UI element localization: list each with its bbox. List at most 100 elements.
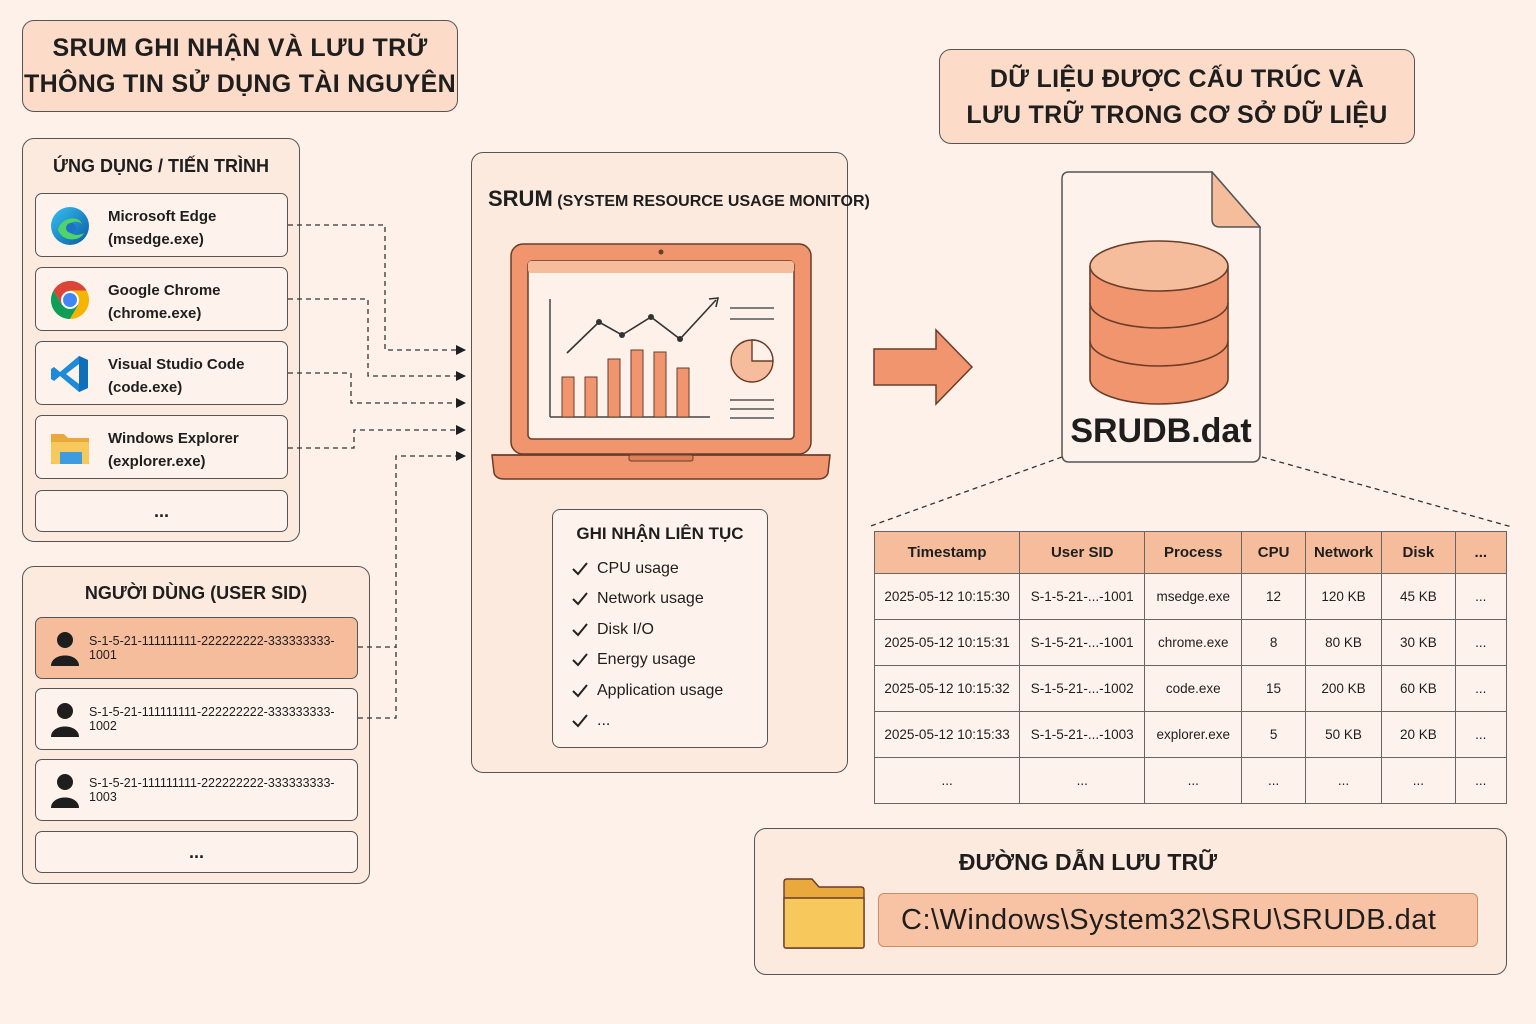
laptop-dashboard-illustration [491,243,831,480]
user-icon [51,703,79,737]
app-card-vscode[interactable]: Visual Studio Code (code.exe) [35,341,288,405]
app-name-explorer: Windows Explorer [108,430,239,447]
app-exe-chrome: (chrome.exe) [108,305,202,322]
column-header: Network [1304,531,1383,574]
table-cell: S-1-5-21-...-1003 [1019,711,1146,758]
users-panel: NGƯỜI DÙNG (USER SID) S-1-5-21-111111111… [22,566,370,884]
table-cell: ... [1304,757,1383,804]
table-cell: ... [1241,757,1306,804]
folder-icon [783,878,865,949]
data-table: Timestamp User SID Process CPU Network D… [873,531,1508,804]
check-icon [572,592,588,606]
table-cell: ... [1019,757,1146,804]
table-cell: 45 KB [1381,573,1456,620]
database-file: SRUDB.dat [1061,171,1261,463]
table-row: 2025-05-12 10:15:31 S-1-5-21-...-1001 ch… [873,619,1508,666]
storage-path-field[interactable]: C:\Windows\System32\SRU\SRUDB.dat [878,893,1478,947]
table-cell: ... [1454,619,1508,666]
srum-title-main: SRUM [488,186,553,211]
table-cell: msedge.exe [1144,573,1243,620]
user-card-1003[interactable]: S-1-5-21-111111111-222222222-333333333-1… [35,759,358,821]
vscode-icon [51,356,88,392]
table-header-row: Timestamp User SID Process CPU Network D… [873,531,1508,574]
srum-title-sub: (SYSTEM RESOURCE USAGE MONITOR) [557,193,870,210]
column-header: User SID [1019,531,1146,574]
monitor-item-network: Network usage [571,590,704,608]
table-cell: 200 KB [1304,665,1383,712]
users-panel-title: NGƯỜI DÙNG (USER SID) [84,583,308,603]
table-cell: explorer.exe [1144,711,1243,758]
table-cell: 50 KB [1304,711,1383,758]
monitor-item-disk: Disk I/O [571,621,654,639]
app-exe-vscode: (code.exe) [108,379,183,396]
table-cell: 2025-05-12 10:15:31 [873,619,1021,666]
app-name-chrome: Google Chrome [108,282,221,299]
table-row: 2025-05-12 10:15:33 S-1-5-21-...-1003 ex… [873,711,1508,758]
folder-icon [51,434,89,464]
header-right-line2: LƯU TRỮ TRONG CƠ SỞ DỮ LIỆU [966,100,1388,129]
apps-panel-title: ỨNG DỤNG / TIẾN TRÌNH [53,156,269,176]
app-card-explorer[interactable]: Windows Explorer (explorer.exe) [35,415,288,479]
table-cell: 15 [1241,665,1306,712]
table-cell: ... [1454,757,1508,804]
table-cell: 80 KB [1304,619,1383,666]
column-header: ... [1454,531,1508,574]
chrome-icon [50,280,90,320]
monitor-item-cpu: CPU usage [571,560,679,578]
monitor-item-application: Application usage [571,682,723,700]
monitor-item-energy: Energy usage [571,651,696,669]
check-icon [572,653,588,667]
check-icon [572,684,588,698]
monitor-item-label: Network usage [597,590,704,607]
table-cell: ... [873,757,1021,804]
header-left-line2: THÔNG TIN SỬ DỤNG TÀI NGUYÊN [24,70,456,98]
edge-icon [51,207,89,245]
table-cell: 120 KB [1304,573,1383,620]
user-sid-1003: S-1-5-21-111111111-222222222-333333333-1… [89,776,335,804]
table-cell: 5 [1241,711,1306,758]
column-header: Process [1144,531,1243,574]
table-cell: ... [1454,711,1508,758]
user-card-1002[interactable]: S-1-5-21-111111111-222222222-333333333-1… [35,688,358,750]
apps-panel: ỨNG DỤNG / TIẾN TRÌNH Microsoft Edge (ms… [22,138,300,542]
monitor-item-label: Energy usage [597,651,696,668]
app-exe-edge: (msedge.exe) [108,231,204,248]
monitor-item-label: Disk I/O [597,621,654,638]
monitor-item-label: CPU usage [597,560,679,577]
table-cell: 30 KB [1381,619,1456,666]
table-cell: chrome.exe [1144,619,1243,666]
app-card-more[interactable]: ... [35,490,288,532]
srum-title: SRUM (SYSTEM RESOURCE USAGE MONITOR) [488,186,870,212]
table-cell: code.exe [1144,665,1243,712]
app-name-edge: Microsoft Edge [108,208,217,225]
user-icon [51,632,79,666]
monitor-title: GHI NHẬN LIÊN TỤC [576,524,744,543]
user-card-1001[interactable]: S-1-5-21-111111111-222222222-333333333-1… [35,617,358,679]
file-name: SRUDB.dat [1070,412,1252,450]
table-row: 2025-05-12 10:15:32 S-1-5-21-...-1002 co… [873,665,1508,712]
app-card-edge[interactable]: Microsoft Edge (msedge.exe) [35,193,288,257]
column-header: Disk [1381,531,1456,574]
check-icon [572,623,588,637]
table-cell: 12 [1241,573,1306,620]
check-icon [572,562,588,576]
app-name-vscode: Visual Studio Code [108,356,245,373]
table-cell: ... [1381,757,1456,804]
table-cell: 60 KB [1381,665,1456,712]
table-cell: 8 [1241,619,1306,666]
monitor-item-label: Application usage [597,682,724,699]
table-cell: ... [1454,665,1508,712]
column-header: Timestamp [873,531,1021,574]
file-database-icon [1061,171,1261,463]
user-sid-1002: S-1-5-21-111111111-222222222-333333333-1… [89,705,335,733]
monitor-item-label: ... [597,712,611,729]
table-row: ... ... ... ... ... ... ... [873,757,1508,804]
check-icon [572,714,588,728]
table-cell: 2025-05-12 10:15:33 [873,711,1021,758]
flow-arrow [873,328,974,406]
header-right-line1: DỮ LIỆU ĐƯỢC CẤU TRÚC VÀ [989,64,1365,93]
app-card-chrome[interactable]: Google Chrome (chrome.exe) [35,267,288,331]
header-right: DỮ LIỆU ĐƯỢC CẤU TRÚC VÀ LƯU TRỮ TRONG C… [939,49,1415,144]
header-left: SRUM GHI NHẬN VÀ LƯU TRỮ THÔNG TIN SỬ DỤ… [22,20,458,112]
user-card-more[interactable]: ... [35,831,358,873]
